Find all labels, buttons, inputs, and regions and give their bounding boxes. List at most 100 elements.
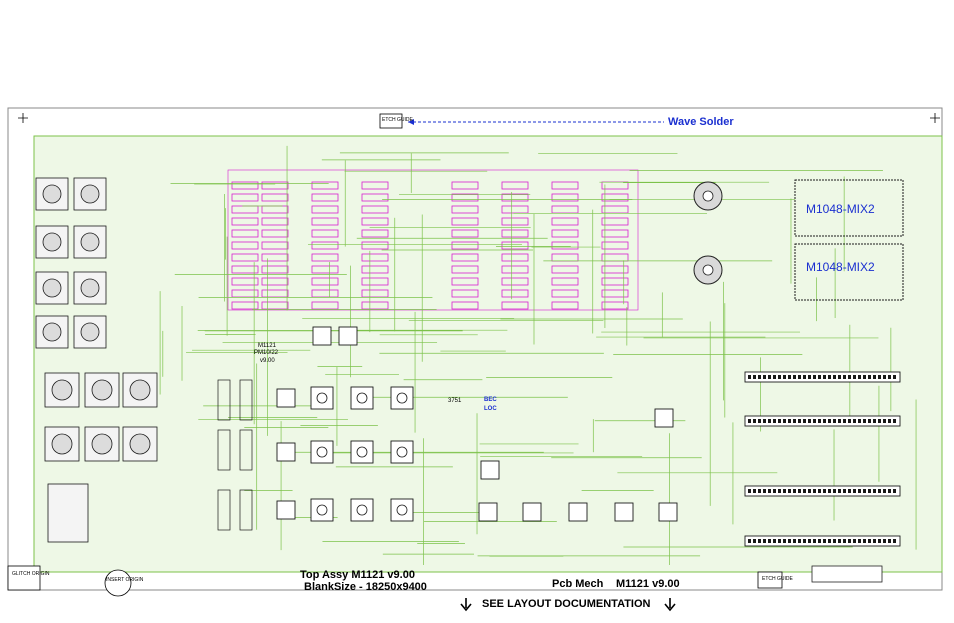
relay-footprint	[311, 265, 339, 274]
corner-mark-tr	[930, 113, 940, 123]
relay-footprint	[311, 205, 339, 214]
header-pin	[848, 375, 851, 379]
relay-footprint	[501, 253, 529, 262]
glitch-origin-box	[7, 565, 41, 591]
relay-footprint	[231, 253, 259, 262]
pot-1-center	[702, 190, 714, 202]
header-pin	[773, 419, 776, 423]
relay-footprint	[261, 217, 289, 226]
header-pin	[818, 539, 821, 543]
relay-footprint	[261, 265, 289, 274]
header-pin	[858, 539, 861, 543]
header-pin	[788, 375, 791, 379]
header-pin	[853, 375, 856, 379]
header-pin	[778, 489, 781, 493]
relay-footprint	[601, 229, 629, 238]
jack-barrel	[80, 322, 100, 342]
relay-footprint	[551, 265, 579, 274]
jack-barrel	[80, 232, 100, 252]
ic-package	[390, 386, 414, 410]
panel-label: PM10/22	[254, 350, 279, 356]
ic-marker	[316, 392, 328, 404]
relay-footprint	[601, 265, 629, 274]
header-pin	[813, 489, 816, 493]
relay-footprint	[231, 229, 259, 238]
header-pin	[883, 419, 886, 423]
jack-barrel	[129, 379, 151, 401]
header-pin	[868, 539, 871, 543]
header-pin	[878, 539, 881, 543]
relay-footprint	[261, 193, 289, 202]
ic-package	[312, 326, 332, 346]
ic-package	[614, 502, 634, 522]
jack-barrel	[42, 232, 62, 252]
relay-footprint	[501, 181, 529, 190]
header-pin	[863, 539, 866, 543]
relay-footprint	[501, 229, 529, 238]
header-pin	[793, 539, 796, 543]
relay-footprint	[551, 229, 579, 238]
relay-footprint	[311, 217, 339, 226]
relay-footprint	[361, 229, 389, 238]
header-pin	[878, 375, 881, 379]
ic-marker	[396, 504, 408, 516]
relay-footprint	[231, 301, 259, 310]
ic-marker	[396, 392, 408, 404]
jack-barrel	[80, 184, 100, 204]
relay-footprint	[551, 217, 579, 226]
header-pin	[763, 539, 766, 543]
header-pin	[873, 375, 876, 379]
relay-footprint	[451, 205, 479, 214]
header-pin	[803, 539, 806, 543]
down-arrow-left-icon	[460, 598, 472, 612]
header-pin	[893, 375, 896, 379]
header-pin	[763, 375, 766, 379]
header-pin	[838, 419, 841, 423]
header-pin	[823, 375, 826, 379]
header-pin	[803, 489, 806, 493]
relay-footprint	[231, 241, 259, 250]
header-pin	[873, 419, 876, 423]
header-pin	[868, 489, 871, 493]
relay-footprint	[451, 277, 479, 286]
relay-footprint	[501, 301, 529, 310]
ic-marker	[356, 504, 368, 516]
relay-footprint	[231, 217, 259, 226]
header-pin	[843, 375, 846, 379]
header-pin	[778, 539, 781, 543]
board-id-label: M1121	[258, 343, 276, 349]
relay-footprint	[501, 265, 529, 274]
relay-footprint	[361, 181, 389, 190]
relay-footprint	[601, 193, 629, 202]
relay-footprint	[551, 301, 579, 310]
header-pin	[833, 375, 836, 379]
etch-guide-top-label: ETCH GUIDE	[382, 117, 413, 123]
header-pin	[803, 375, 806, 379]
ic-marker	[316, 446, 328, 458]
header-pin	[748, 539, 751, 543]
header-pin	[828, 419, 831, 423]
header-pin	[888, 539, 891, 543]
header-pin	[888, 375, 891, 379]
relay-footprint	[311, 241, 339, 250]
glitch-origin-label: GLITCH ORIGIN	[12, 571, 50, 577]
header-pin	[848, 489, 851, 493]
relay-footprint	[551, 277, 579, 286]
relay-footprint	[361, 217, 389, 226]
relay-footprint	[361, 301, 389, 310]
header-pin	[858, 375, 861, 379]
header-pin	[838, 489, 841, 493]
header-pin	[848, 419, 851, 423]
header-pin	[768, 375, 771, 379]
ic-package	[276, 442, 296, 462]
etch-guide-bottom-box	[757, 571, 783, 589]
header-pin	[808, 539, 811, 543]
header-pin	[893, 489, 896, 493]
header-pin	[833, 489, 836, 493]
ic-package	[350, 440, 374, 464]
ic-package	[568, 502, 588, 522]
header-pin	[798, 419, 801, 423]
header-pin	[773, 375, 776, 379]
ic-package	[350, 498, 374, 522]
header-pin	[833, 419, 836, 423]
